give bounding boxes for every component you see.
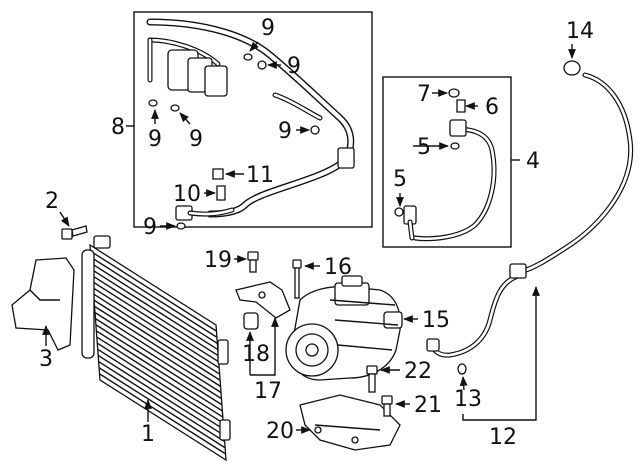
o-ring-9 (257, 60, 267, 70)
label-11: 11 (246, 163, 274, 188)
condenser-fin (90, 262, 218, 345)
condenser-fin (98, 360, 226, 443)
label-8: 8 (111, 115, 125, 140)
valve-core-10 (216, 185, 226, 201)
callout-leaders (42, 41, 576, 434)
hose-assembly-8-box (133, 11, 373, 228)
label-14: 14 (566, 19, 594, 44)
o-ring-9 (176, 222, 186, 230)
label-18: 18 (242, 342, 270, 367)
label-10: 10 (173, 182, 201, 207)
condenser-fin (92, 287, 220, 369)
label-13: 13 (454, 387, 482, 412)
label-5b: 5 (393, 167, 407, 192)
bolt-22 (366, 365, 378, 393)
label-17: 17 (254, 379, 282, 404)
label-9d: 9 (189, 127, 203, 152)
bolt-19 (247, 251, 259, 273)
label-2: 2 (45, 189, 59, 214)
condenser-fin (97, 354, 225, 437)
label-1: 1 (141, 422, 155, 447)
condenser-fin (97, 348, 225, 430)
condenser-fin (90, 256, 218, 338)
liquid-line-12 (426, 72, 634, 358)
o-ring-9 (170, 104, 180, 112)
condenser-fin (95, 330, 223, 412)
condenser-fin (93, 293, 221, 375)
label-21: 21 (414, 393, 442, 418)
label-16: 16 (324, 255, 352, 280)
label-9c: 9 (148, 127, 162, 152)
hose-assembly-4-box (382, 76, 512, 248)
label-9a: 9 (261, 16, 275, 41)
condenser-fin (93, 299, 221, 381)
discharge-hose-4 (403, 119, 497, 242)
o-ring-9 (310, 125, 320, 135)
side-seal-3 (11, 257, 75, 351)
label-3: 3 (39, 347, 53, 372)
condenser-fin (95, 324, 223, 406)
cap-14 (563, 60, 581, 76)
label-9b: 9 (287, 54, 301, 79)
condenser-fin (96, 342, 224, 424)
label-4: 4 (526, 149, 540, 174)
bolt-2 (61, 225, 88, 240)
label-5a: 5 (417, 135, 431, 160)
compressor-15 (285, 275, 403, 381)
spacer-18 (243, 312, 259, 330)
condenser-fin (95, 318, 222, 400)
label-9f: 9 (143, 215, 157, 240)
label-6: 6 (485, 95, 499, 120)
condenser-1 (81, 235, 231, 462)
label-20: 20 (266, 419, 294, 444)
condenser-fin (92, 281, 220, 363)
condenser-fin (91, 268, 219, 351)
o-ring-9 (148, 99, 158, 107)
label-9e: 9 (278, 119, 292, 144)
label-19: 19 (204, 248, 232, 273)
o-ring-5 (394, 207, 404, 217)
o-ring-13 (457, 363, 467, 375)
label-12: 12 (489, 425, 517, 450)
callout-labels: 1 2 3 4 5 5 6 7 8 9 9 9 9 9 9 10 11 12 1… (39, 16, 594, 450)
condenser-fin (94, 305, 221, 387)
valve-core-6 (456, 99, 466, 113)
stud-16 (292, 259, 302, 299)
bolt-21 (381, 395, 393, 417)
label-15: 15 (422, 308, 450, 333)
valve-cap-11 (212, 168, 224, 180)
bracket-17 (235, 281, 291, 319)
condenser-fin (98, 367, 226, 449)
suction-hose-8 (146, 18, 355, 221)
condenser-fin (91, 275, 219, 357)
condenser-fin (96, 336, 224, 418)
o-ring-5 (450, 142, 460, 150)
label-7: 7 (417, 82, 431, 107)
condenser-fin (99, 373, 226, 455)
label-22: 22 (404, 359, 432, 384)
condenser-fin (94, 311, 222, 394)
condenser-fin (90, 250, 217, 332)
valve-cap-7 (448, 88, 460, 98)
o-ring-9 (243, 53, 253, 61)
